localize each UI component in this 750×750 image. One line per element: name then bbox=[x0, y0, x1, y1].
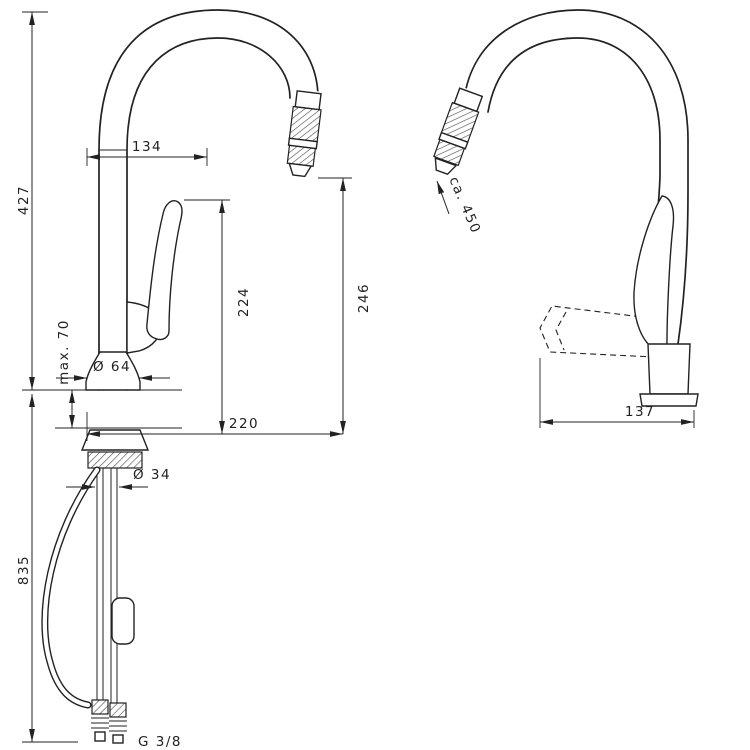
dimension-label-137: 137 bbox=[625, 404, 655, 420]
front-view: 427 835 max. 70 134 224 bbox=[16, 9, 372, 750]
spray-head-front bbox=[283, 88, 325, 180]
spray-head-tip bbox=[288, 162, 313, 178]
leader-arrow bbox=[436, 180, 450, 215]
dimension-label-base-diameter: Ø 64 bbox=[93, 359, 131, 375]
spout-outer-curve bbox=[463, 9, 689, 345]
dimension-base-diameter: Ø 64 bbox=[56, 359, 170, 381]
spout-inner-curve bbox=[126, 37, 291, 391]
dimension-label-224: 224 bbox=[236, 287, 252, 317]
handle-lever-side bbox=[633, 195, 675, 353]
spray-head-grip-hatch bbox=[288, 105, 322, 143]
dimension-overall-height: 427 bbox=[16, 11, 48, 390]
dimension-label-ca450: ca. 450 bbox=[445, 174, 483, 236]
spray-head-tip bbox=[434, 157, 458, 176]
stabilizer-washer bbox=[80, 429, 150, 451]
dimension-max-mounting-thickness: max. 70 bbox=[56, 319, 75, 428]
dimension-label-134: 134 bbox=[132, 139, 162, 155]
base-plate bbox=[639, 393, 699, 407]
dimension-spout-offset: 134 bbox=[86, 139, 208, 166]
side-view: ca. 450 137 bbox=[426, 9, 699, 428]
dimension-handle-height: 224 bbox=[184, 199, 252, 434]
spray-head-lower-hatch bbox=[433, 138, 466, 167]
hose-connectors bbox=[91, 699, 127, 744]
connector-nut-hatch bbox=[109, 702, 127, 718]
dimension-hose-length: 835 bbox=[16, 394, 78, 743]
mounting-nut-hatch bbox=[87, 451, 143, 469]
dimension-label-427: 427 bbox=[16, 185, 32, 215]
connector-end bbox=[94, 731, 106, 742]
dimension-spout-reach: 220 bbox=[86, 412, 343, 441]
hose-weight bbox=[111, 597, 135, 645]
base-cylinder bbox=[647, 343, 691, 395]
docked-spout-dashed bbox=[539, 305, 655, 358]
supply-hoses bbox=[41, 466, 135, 709]
dimension-label-max70: max. 70 bbox=[56, 319, 72, 385]
handle-lever bbox=[146, 200, 183, 341]
dashed-outline bbox=[539, 305, 655, 358]
mounting-nut bbox=[87, 451, 143, 469]
pullout-hose-loop-fill bbox=[42, 467, 100, 708]
dashed-inner-line bbox=[555, 311, 567, 351]
dimension-spout-height: 246 bbox=[318, 177, 372, 434]
dimension-pullout-hose: ca. 450 bbox=[436, 174, 484, 236]
dimension-label-hole-diameter: Ø 34 bbox=[133, 467, 171, 483]
dimension-label-835: 835 bbox=[16, 555, 32, 585]
dimension-label-246: 246 bbox=[356, 283, 372, 313]
dimension-label-220: 220 bbox=[229, 416, 259, 432]
dimension-hole-diameter: Ø 34 bbox=[66, 467, 171, 490]
spray-head-side bbox=[426, 85, 486, 181]
thread-label: G 3/8 bbox=[138, 734, 182, 750]
spout-outer-curve bbox=[98, 9, 319, 391]
dimension-side-reach: 137 bbox=[539, 358, 695, 428]
connector-nut-hatch bbox=[91, 699, 109, 715]
connector-end bbox=[112, 734, 124, 744]
